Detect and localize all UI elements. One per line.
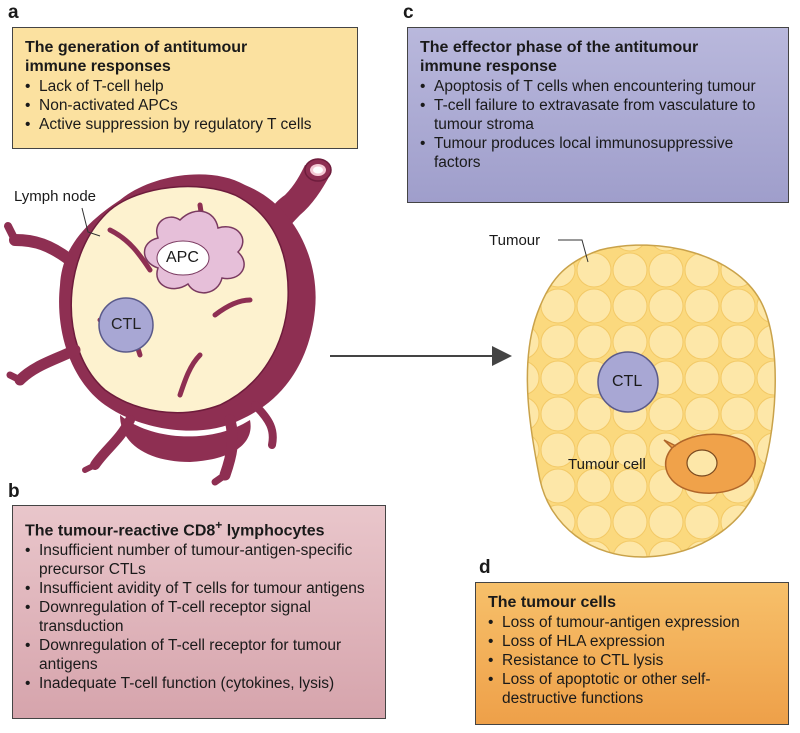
tumour-pointer: [558, 239, 589, 263]
list-item: Downregulation of T-cell receptor for tu…: [25, 636, 373, 674]
list-item: Tumour produces local immunosuppressive …: [420, 134, 776, 172]
panel-a-list: Lack of T-cell help Non-activated APCs A…: [25, 77, 345, 134]
lymph-node-label: Lymph node: [14, 188, 97, 205]
panel-d-title: The tumour cells: [488, 594, 617, 611]
list-item: Inadequate T-cell function (cytokines, l…: [25, 674, 373, 693]
panel-letter-d: d: [479, 557, 491, 578]
panel-b-title-text: The tumour-reactive CD8: [25, 522, 216, 540]
tumour-cell-label: Tumour cell: [568, 456, 646, 473]
panel-b-box: The tumour-reactive CD8+ lymphocytes Ins…: [12, 505, 386, 719]
ctl-tumour-label: CTL: [612, 373, 643, 390]
panel-b-list: Insufficient number of tumour-antigen-sp…: [25, 541, 373, 693]
lymph-node-pointer: [81, 207, 101, 237]
panel-b-title-end: lymphocytes: [222, 522, 325, 540]
apc-label: APC: [166, 249, 199, 266]
panel-c-title-line1: The effector phase of the antitumour: [420, 39, 699, 56]
ctl-node-label: CTL: [111, 316, 142, 333]
tumour-label: Tumour: [489, 232, 541, 249]
list-item: Non-activated APCs: [25, 96, 345, 115]
panel-d-list: Loss of tumour-antigen expression Loss o…: [488, 613, 776, 708]
tumour-cell: [663, 433, 756, 494]
list-item: Resistance to CTL lysis: [488, 651, 776, 670]
list-item: Insufficient number of tumour-antigen-sp…: [25, 541, 373, 579]
panel-letter-c: c: [403, 2, 414, 23]
list-item: Loss of apoptotic or other self-destruct…: [488, 670, 776, 708]
panel-c-title: The effector phase of the antitumour imm…: [420, 38, 776, 76]
panel-c-title-line2: immune response: [420, 58, 557, 75]
ctl-cell-node: [98, 297, 154, 353]
panel-d-box: The tumour cells Loss of tumour-antigen …: [475, 582, 789, 725]
panel-a-title-line1: The generation of antitumour: [25, 39, 248, 56]
panel-c-box: The effector phase of the antitumour imm…: [407, 27, 789, 203]
list-item: Insufficient avidity of T cells for tumo…: [25, 579, 373, 598]
panel-a-box: The generation of antitumour immune resp…: [12, 27, 358, 149]
list-item: Active suppression by regulatory T cells: [25, 115, 345, 134]
panel-letter-a: a: [8, 2, 19, 23]
panel-letter-b: b: [8, 481, 20, 502]
panel-b-title-sup: +: [215, 518, 223, 532]
panel-b-title: The tumour-reactive CD8+ lymphocytes: [25, 516, 373, 540]
panel-a-title: The generation of antitumour immune resp…: [25, 38, 345, 76]
list-item: Apoptosis of T cells when encountering t…: [420, 77, 776, 96]
ctl-cell-tumour: [597, 351, 659, 413]
list-item: Loss of HLA expression: [488, 632, 776, 651]
list-item: Downregulation of T-cell receptor signal…: [25, 598, 373, 636]
panel-c-list: Apoptosis of T cells when encountering t…: [420, 77, 776, 172]
list-item: T-cell failure to extravasate from vascu…: [420, 96, 776, 134]
panel-a-title-line2: immune responses: [25, 58, 171, 75]
list-item: Lack of T-cell help: [25, 77, 345, 96]
afferent-vessels: [4, 222, 277, 486]
apc-cell: [143, 210, 245, 294]
list-item: Loss of tumour-antigen expression: [488, 613, 776, 632]
